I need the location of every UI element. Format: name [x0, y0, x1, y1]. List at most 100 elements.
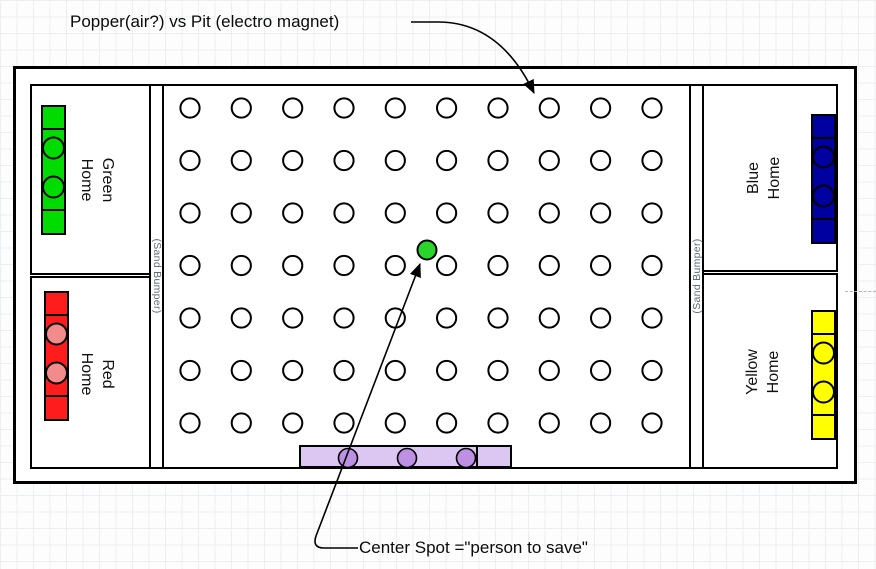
popper-pit-hole [590, 359, 612, 382]
yellow-piece [812, 380, 835, 404]
popper-pit-hole [384, 412, 406, 434]
popper-pit-hole [230, 97, 252, 119]
annotation-arrows [314, 21, 535, 549]
popper-pit-hole [590, 412, 612, 434]
popper-pit-hole [487, 412, 509, 434]
popper-pit-hole [436, 149, 458, 172]
red-home-strip [44, 291, 69, 421]
blue-home-strip [811, 114, 836, 244]
popper-pit-hole [538, 149, 560, 172]
popper-pit-hole [384, 202, 406, 224]
popper-pit-hole [230, 149, 252, 172]
popper-pit-hole [641, 149, 663, 172]
popper-pit-hole [487, 97, 509, 119]
center-spot-annotation-label: Center Spot ="person to save" [359, 538, 588, 557]
popper-pit-hole [538, 97, 560, 119]
popper-pit-hole [230, 307, 252, 329]
popper-pit-hole [487, 307, 509, 329]
board-outline [13, 66, 857, 484]
blue-home-name: Blue [745, 161, 762, 195]
blue-home-label: Blue Home [743, 133, 785, 223]
popper-pit-hole [590, 307, 612, 329]
popper-pit-hole [641, 254, 663, 277]
green-piece [42, 175, 65, 199]
popper-pit-hole [333, 97, 355, 119]
popper-pit-hole [384, 149, 406, 172]
bottom-tray [299, 445, 512, 469]
red-piece [45, 322, 68, 346]
popper-pit-hole [538, 412, 560, 434]
field-box [162, 84, 691, 469]
popper-pit-hole [538, 359, 560, 382]
popper-pit-hole [436, 359, 458, 382]
green-home-name: Green [99, 157, 116, 203]
popper-pit-hole [436, 307, 458, 329]
green-piece [42, 136, 65, 160]
blue-piece [812, 184, 835, 208]
popper-pit-hole [538, 307, 560, 329]
sand-bumper-left-label: (Sand Bumper) [151, 238, 163, 314]
yellow-home-suffix: Home [765, 350, 782, 394]
blue-piece [812, 145, 835, 169]
popper-pit-hole [538, 202, 560, 224]
popper-pit-hole [384, 97, 406, 119]
popper-pit-hole [333, 359, 355, 382]
popper-pit-hole [282, 359, 304, 382]
popper-pit-hole [538, 254, 560, 277]
popper-pit-hole [230, 202, 252, 224]
popper-pit-hole [384, 359, 406, 382]
popper-pit-hole [436, 412, 458, 434]
popper-pit-hole [179, 254, 201, 277]
popper-pit-hole [333, 149, 355, 172]
green-home-label: Green Home [76, 135, 118, 225]
popper-pit-hole [384, 254, 406, 277]
popper-pit-hole [333, 254, 355, 277]
green-home-strip [41, 105, 66, 235]
popper-pit-hole [179, 202, 201, 224]
popper-pit-hole [590, 202, 612, 224]
popper-pit-hole [333, 412, 355, 434]
popper-pit-hole [436, 202, 458, 224]
popper-pit-hole [282, 202, 304, 224]
popper-pit-hole [333, 202, 355, 224]
popper-pit-hole [282, 97, 304, 119]
popper-pit-hole [641, 412, 663, 434]
blue-home-suffix: Home [766, 156, 783, 200]
popper-pit-hole [282, 254, 304, 277]
popper-pit-hole [282, 149, 304, 172]
popper-pit-hole [179, 97, 201, 119]
popper-pit-hole [436, 254, 458, 277]
yellow-home-name: Yellow [744, 349, 761, 395]
popper-pit-hole [179, 359, 201, 382]
popper-pit-hole [487, 149, 509, 172]
blue-strip-rect [811, 114, 836, 244]
yellow-home-label: Yellow Home [742, 327, 784, 417]
popper-pit-hole [436, 97, 458, 119]
yellow-piece [812, 341, 835, 365]
sand-bumper-right-label: (Sand Bumper) [691, 238, 703, 314]
popper-pit-hole [282, 307, 304, 329]
popper-pit-hole [230, 359, 252, 382]
popper-pit-hole [230, 412, 252, 434]
red-piece [45, 361, 68, 385]
home-piece-strips [41, 105, 836, 440]
popper-pit-hole [230, 254, 252, 277]
popper-pit-hole [590, 254, 612, 277]
center-spot [416, 239, 438, 261]
popper-pit-hole [282, 412, 304, 434]
yellow-strip-rect [811, 310, 836, 440]
popper-annotation-label: Popper(air?) vs Pit (electro magnet) [70, 12, 340, 31]
tray-piece [455, 447, 477, 469]
popper-pit-hole [641, 97, 663, 119]
popper-pit-hole [179, 307, 201, 329]
popper-pit-hole [179, 412, 201, 434]
yellow-home-strip [811, 310, 836, 440]
popper-pit-hole [641, 202, 663, 224]
center-spot-arrow [314, 262, 421, 549]
green-home-suffix: Home [78, 158, 95, 202]
popper-pit-hole [487, 359, 509, 382]
popper-pit-hole [179, 149, 201, 172]
red-strip-rect [44, 291, 69, 421]
popper-arrow [411, 21, 535, 95]
